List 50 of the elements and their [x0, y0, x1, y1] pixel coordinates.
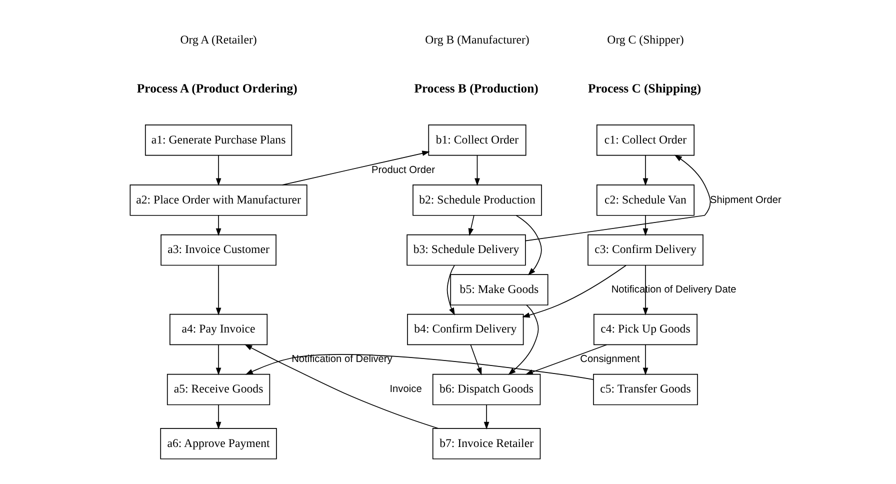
- node-box: c4: Pick Up Goods: [593, 314, 697, 346]
- arrow: [508, 304, 538, 375]
- node-box: b2: Schedule Production: [412, 184, 542, 216]
- label: Org A (Retailer): [180, 32, 256, 46]
- node-box: c1: Collect Order: [596, 124, 694, 156]
- arrow: [642, 215, 648, 236]
- arrow: [524, 154, 710, 242]
- arrow: [215, 344, 221, 376]
- node-box: a5: Receive Goods: [166, 374, 270, 406]
- label: Org C (Shipper): [606, 32, 684, 46]
- arrow: [215, 154, 221, 186]
- arrow: [642, 344, 648, 376]
- edge-label: Notification of Delivery: [291, 354, 392, 366]
- label: Process B (Production): [414, 81, 538, 96]
- node-box: a1: Generate Purchase Plans: [144, 124, 292, 156]
- edge-label: Product Order: [370, 164, 435, 176]
- arrow: [215, 265, 221, 316]
- node-box: a3: Invoice Customer: [160, 234, 276, 266]
- node-box: b5: Make Goods: [450, 274, 548, 306]
- node-box: b4: Confirm Delivery: [406, 314, 524, 346]
- node-box: b1: Collect Order: [428, 124, 526, 156]
- node-box: b3: Schedule Delivery: [406, 234, 526, 266]
- arrow: [281, 150, 430, 186]
- node-box: b7: Invoice Retailer: [432, 428, 540, 460]
- edge-label: Shipment Order: [709, 194, 781, 206]
- arrow: [215, 404, 221, 430]
- arrow: [642, 154, 648, 186]
- label: Process A (Product Ordering): [136, 81, 297, 96]
- arrow: [642, 265, 648, 316]
- arrow: [244, 354, 594, 380]
- arrow: [244, 344, 438, 429]
- node-box: a4: Pay Invoice: [169, 314, 268, 346]
- arrow: [522, 264, 626, 318]
- node-box: c5: Transfer Goods: [592, 374, 698, 406]
- arrow: [215, 215, 221, 236]
- node-box: a6: Approve Payment: [160, 428, 276, 460]
- arrow: [474, 154, 480, 186]
- arrow: [468, 215, 474, 236]
- edge-label: Consignment: [580, 354, 640, 366]
- arrow: [483, 404, 489, 430]
- arrow: [446, 265, 454, 316]
- label: Org B (Manufacturer): [424, 32, 529, 46]
- edge-label: Invoice: [389, 384, 422, 396]
- label: Process C (Shipping): [588, 81, 701, 96]
- node-box: c3: Confirm Delivery: [587, 234, 703, 266]
- arrow: [524, 344, 607, 375]
- node-box: c2: Schedule Van: [596, 184, 694, 216]
- node-box: b6: Dispatch Goods: [432, 374, 540, 406]
- arrow: [470, 344, 482, 376]
- node-box: a2: Place Order with Manufacturer: [129, 184, 307, 216]
